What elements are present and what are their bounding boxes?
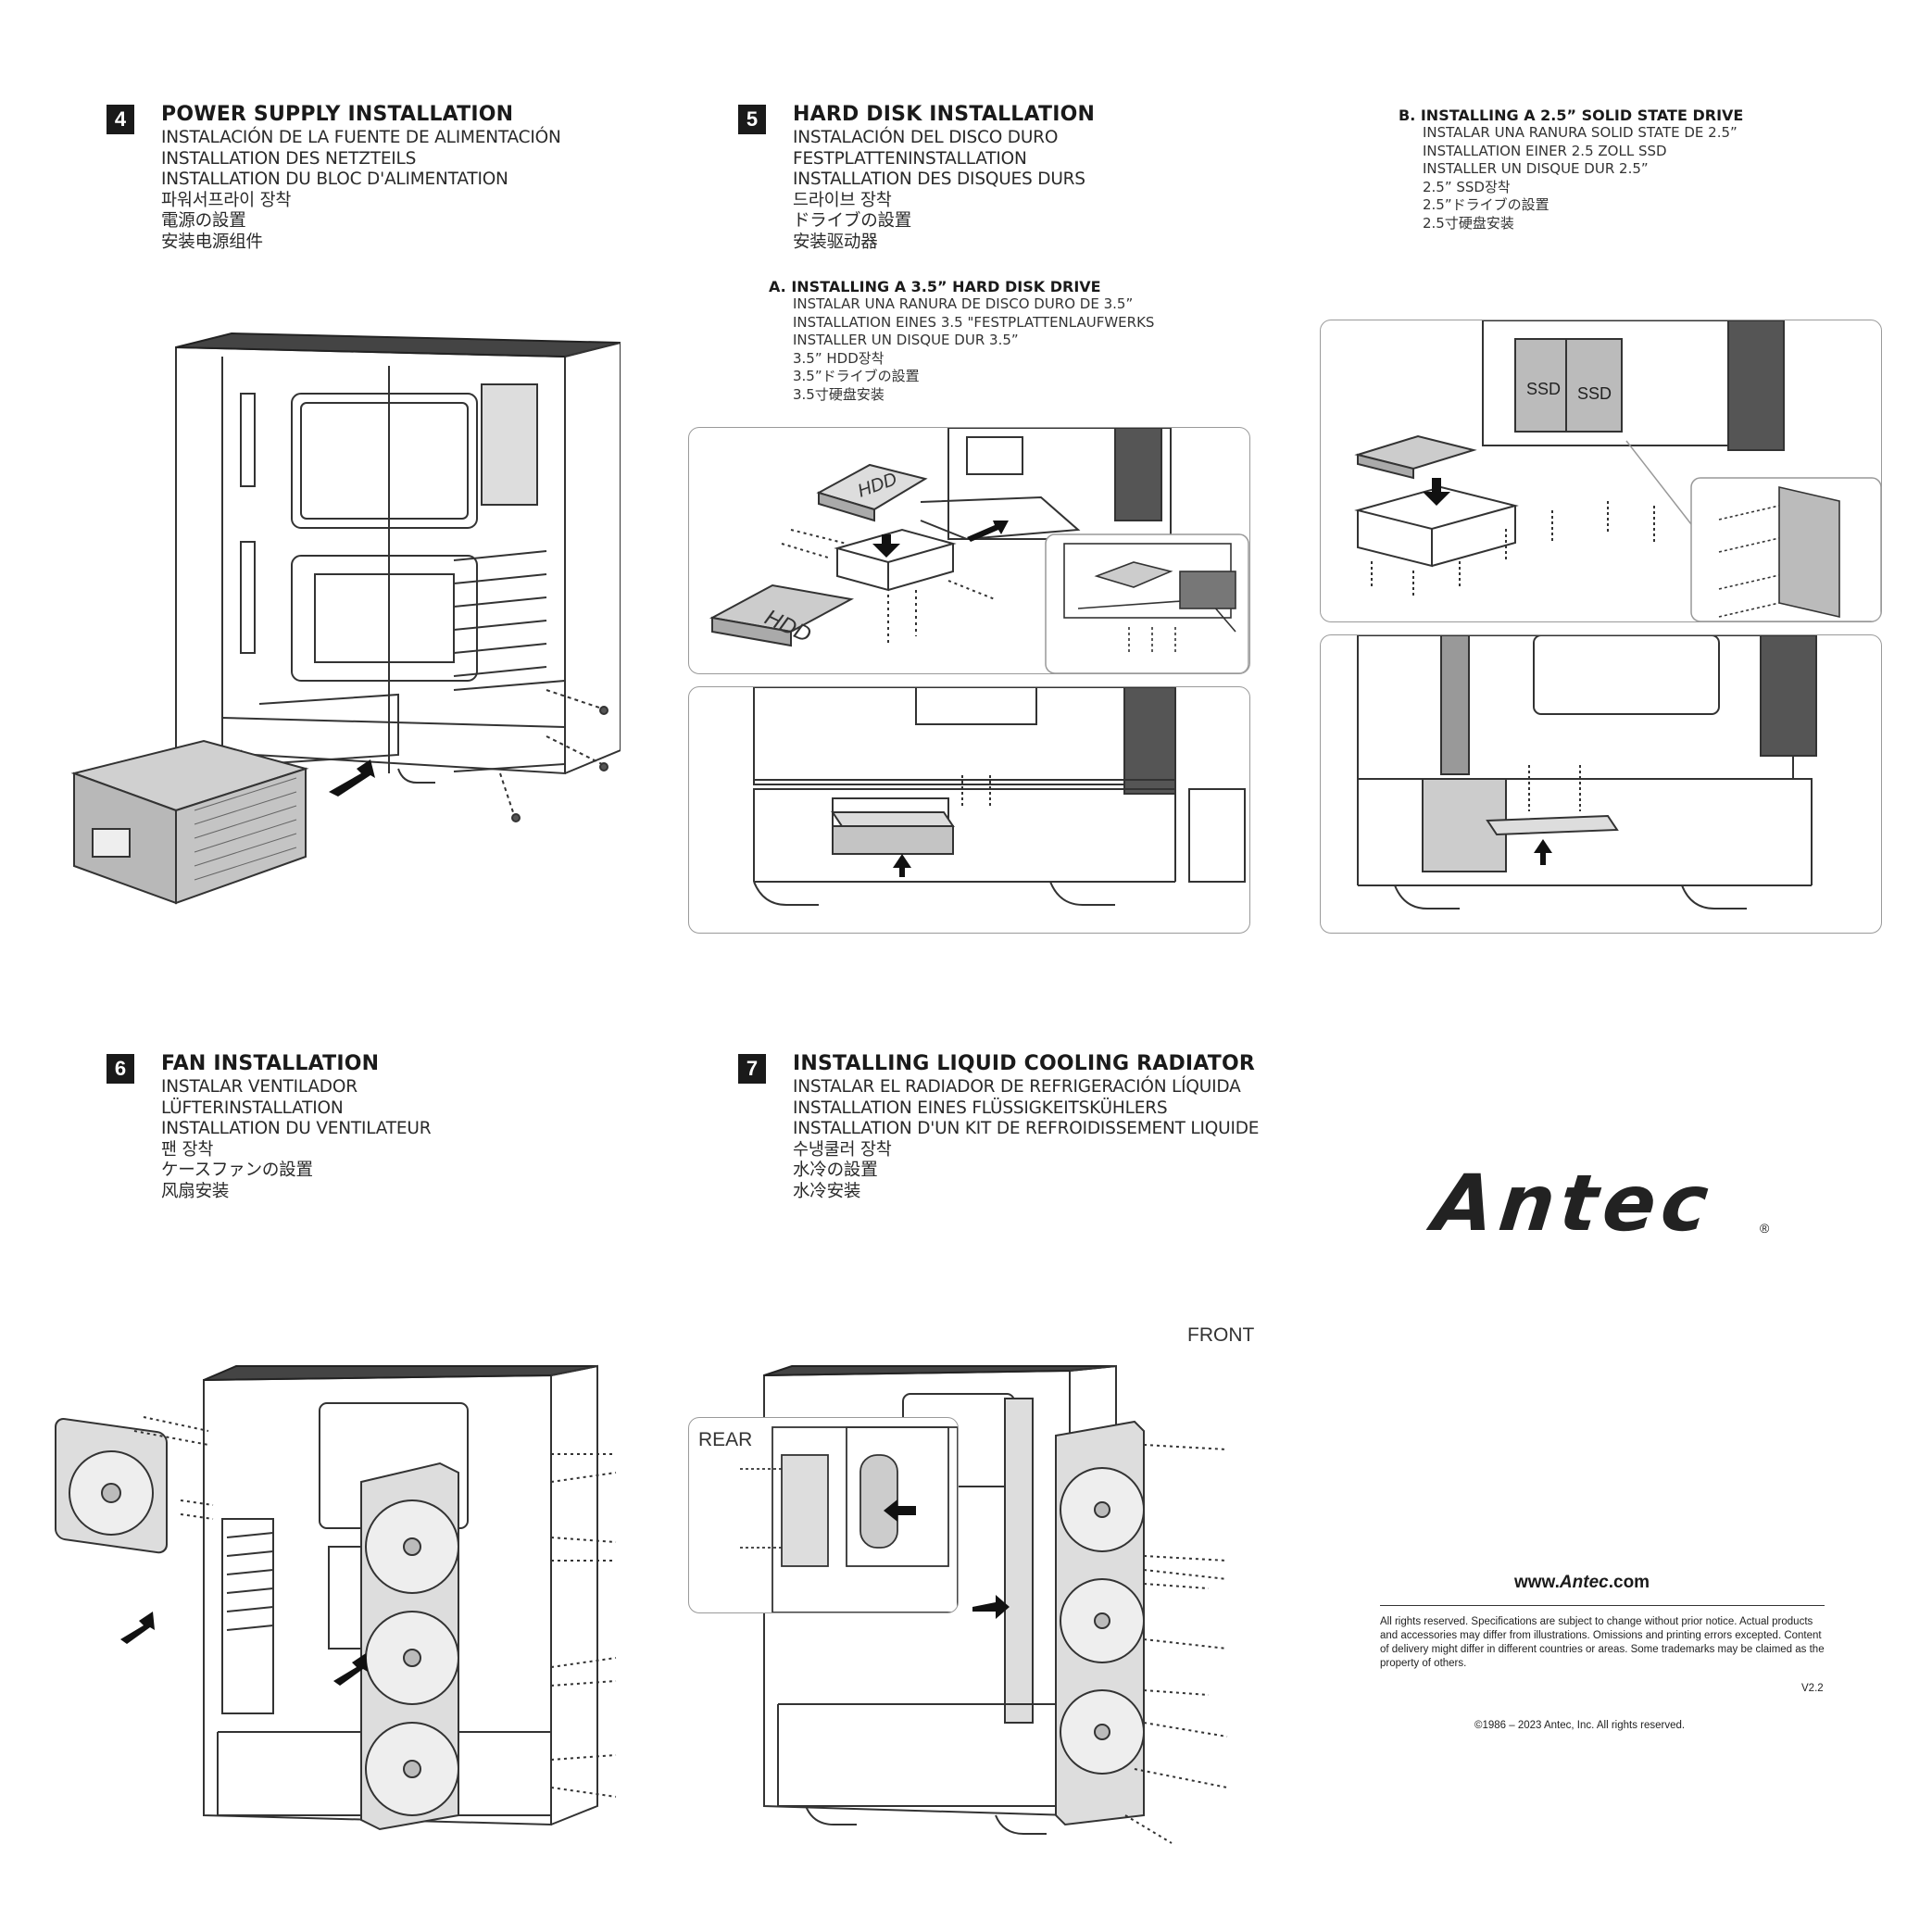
step-6-line: 팬 장착 bbox=[161, 1139, 214, 1160]
step-6-title: FAN INSTALLATION bbox=[161, 1052, 380, 1075]
step-7-line: INSTALLATION EINES FLÜSSIGKEITSKÜHLERS bbox=[793, 1098, 1168, 1118]
ssd-line: 2.5”ドライブの設置 bbox=[1423, 196, 1549, 213]
ssd-line: 2.5寸硬盘安装 bbox=[1423, 214, 1514, 232]
step-5-line: INSTALACIÓN DEL DISCO DURO bbox=[793, 128, 1059, 147]
step-5-badge: 5 bbox=[738, 105, 766, 134]
step-6-heading: FAN INSTALLATION INSTALAR VENTILADOR LÜF… bbox=[161, 1052, 432, 1202]
step-4-badge: 4 bbox=[107, 105, 134, 134]
antec-logo: Antec bbox=[1428, 1158, 1718, 1248]
ssd-subsection-title: B. INSTALLING A 2.5” SOLID STATE DRIVE bbox=[1399, 107, 1744, 124]
step-6-line: LÜFTERINSTALLATION bbox=[161, 1098, 344, 1118]
step-7-line: 水冷安装 bbox=[793, 1181, 861, 1201]
step-4-title: POWER SUPPLY INSTALLATION bbox=[161, 103, 514, 126]
website-prefix: www. bbox=[1514, 1573, 1560, 1592]
hdd-line: INSTALLER UN DISQUE DUR 3.5” bbox=[793, 332, 1019, 348]
step-7-line: INSTALLATION D'UN KIT DE REFROIDISSEMENT… bbox=[793, 1119, 1260, 1138]
hdd-step-panel-2 bbox=[688, 686, 1250, 934]
step-5-line: 드라이브 장착 bbox=[793, 190, 892, 210]
hdd-mount-illustration: HDD HDD bbox=[709, 428, 1249, 673]
website-brand: Antec bbox=[1559, 1573, 1609, 1592]
step-4-line: 파워서프라이 장착 bbox=[161, 190, 292, 210]
step-4-heading: POWER SUPPLY INSTALLATION INSTALACIÓN DE… bbox=[161, 103, 561, 253]
step-6-line: INSTALAR VENTILADOR bbox=[161, 1077, 358, 1097]
hdd-line: 3.5寸硬盘安装 bbox=[793, 385, 884, 403]
hdd-line: 3.5” HDD장착 bbox=[793, 349, 884, 367]
step-4-line: INSTALLATION DU BLOC D'ALIMENTATION bbox=[161, 169, 508, 189]
step-7-line: 水冷の設置 bbox=[793, 1160, 878, 1180]
step-7-heading: INSTALLING LIQUID COOLING RADIATOR INSTA… bbox=[793, 1052, 1259, 1202]
step-7-line: 수냉쿨러 장착 bbox=[793, 1139, 892, 1160]
ssd-label-1: SSD bbox=[1526, 380, 1561, 398]
copyright-text: ©1986 – 2023 Antec, Inc. All rights rese… bbox=[1474, 1720, 1686, 1731]
ssd-label-2: SSD bbox=[1577, 384, 1612, 403]
rear-radiator-illustration bbox=[740, 1426, 958, 1612]
footer-divider bbox=[1380, 1605, 1825, 1606]
ssd-line: INSTALLATION EINER 2.5 ZOLL SSD bbox=[1423, 142, 1667, 159]
step-7-line: INSTALAR EL RADIADOR DE REFRIGERACIÓN LÍ… bbox=[793, 1077, 1241, 1097]
ssd-line: 2.5” SSD장착 bbox=[1423, 178, 1511, 195]
ssd-subsection-heading: B. INSTALLING A 2.5” SOLID STATE DRIVE I… bbox=[1399, 107, 1743, 232]
website-link[interactable]: www.Antec.com bbox=[1514, 1573, 1650, 1593]
step-6-line: 风扇安装 bbox=[161, 1181, 230, 1201]
ssd-step-panel-1: SSD SSD bbox=[1320, 320, 1882, 622]
ssd-mount-illustration: SSD SSD bbox=[1354, 320, 1881, 621]
hdd-bottom-view-illustration bbox=[753, 687, 1246, 906]
website-suffix: .com bbox=[1608, 1573, 1650, 1592]
rear-inset-panel: REAR bbox=[688, 1417, 959, 1613]
front-label: FRONT bbox=[1187, 1324, 1255, 1346]
hdd-step-panel-1: HDD HDD bbox=[688, 427, 1250, 674]
hdd-line: INSTALAR UNA RANURA DE DISCO DURO DE 3.5… bbox=[793, 295, 1134, 312]
step-5-line: INSTALLATION DES DISQUES DURS bbox=[793, 169, 1085, 189]
step-5-line: 安装驱动器 bbox=[793, 232, 878, 252]
step-5-title: HARD DISK INSTALLATION bbox=[793, 103, 1096, 126]
ssd-line: INSTALAR UNA RANURA SOLID STATE DE 2.5” bbox=[1423, 124, 1738, 141]
step-5-line: FESTPLATTENINSTALLATION bbox=[793, 148, 1027, 169]
step-4-line: 安装电源组件 bbox=[161, 232, 263, 252]
step-4-line: 電源の設置 bbox=[161, 211, 246, 231]
step-4-line: INSTALACIÓN DE LA FUENTE DE ALIMENTACIÓN bbox=[161, 128, 561, 147]
step-6-line: INSTALLATION DU VENTILATEUR bbox=[161, 1119, 432, 1138]
ssd-step-panel-2 bbox=[1320, 634, 1882, 934]
step-4-line: INSTALLATION DES NETZTEILS bbox=[161, 148, 417, 169]
step-6-line: ケースファンの設置 bbox=[161, 1160, 313, 1180]
registered-mark: ® bbox=[1760, 1221, 1770, 1236]
hdd-line: INSTALLATION EINES 3.5 "FESTPLATTENLAUFW… bbox=[793, 313, 1155, 331]
ssd-bottom-view-illustration bbox=[1357, 635, 1817, 910]
rear-label: REAR bbox=[698, 1429, 753, 1450]
step-7-title: INSTALLING LIQUID COOLING RADIATOR bbox=[793, 1052, 1256, 1075]
psu-installation-illustration bbox=[70, 332, 621, 905]
hdd-line: 3.5”ドライブの設置 bbox=[793, 368, 920, 384]
step-7-badge: 7 bbox=[738, 1054, 766, 1084]
step-6-badge: 6 bbox=[107, 1054, 134, 1084]
version-label: V2.2 bbox=[1801, 1683, 1824, 1694]
ssd-line: INSTALLER UN DISQUE DUR 2.5” bbox=[1423, 160, 1649, 177]
hdd-subsection-title: A. INSTALLING A 3.5” HARD DISK DRIVE bbox=[769, 278, 1101, 295]
fan-installation-illustration bbox=[55, 1364, 617, 1831]
step-5-line: ドライブの設置 bbox=[793, 211, 912, 231]
step-5-heading: HARD DISK INSTALLATION INSTALACIÓN DEL D… bbox=[793, 103, 1095, 253]
hdd-subsection-heading: A. INSTALLING A 3.5” HARD DISK DRIVE INS… bbox=[769, 278, 1154, 404]
disclaimer-text: All rights reserved. Specifications are … bbox=[1380, 1616, 1825, 1669]
